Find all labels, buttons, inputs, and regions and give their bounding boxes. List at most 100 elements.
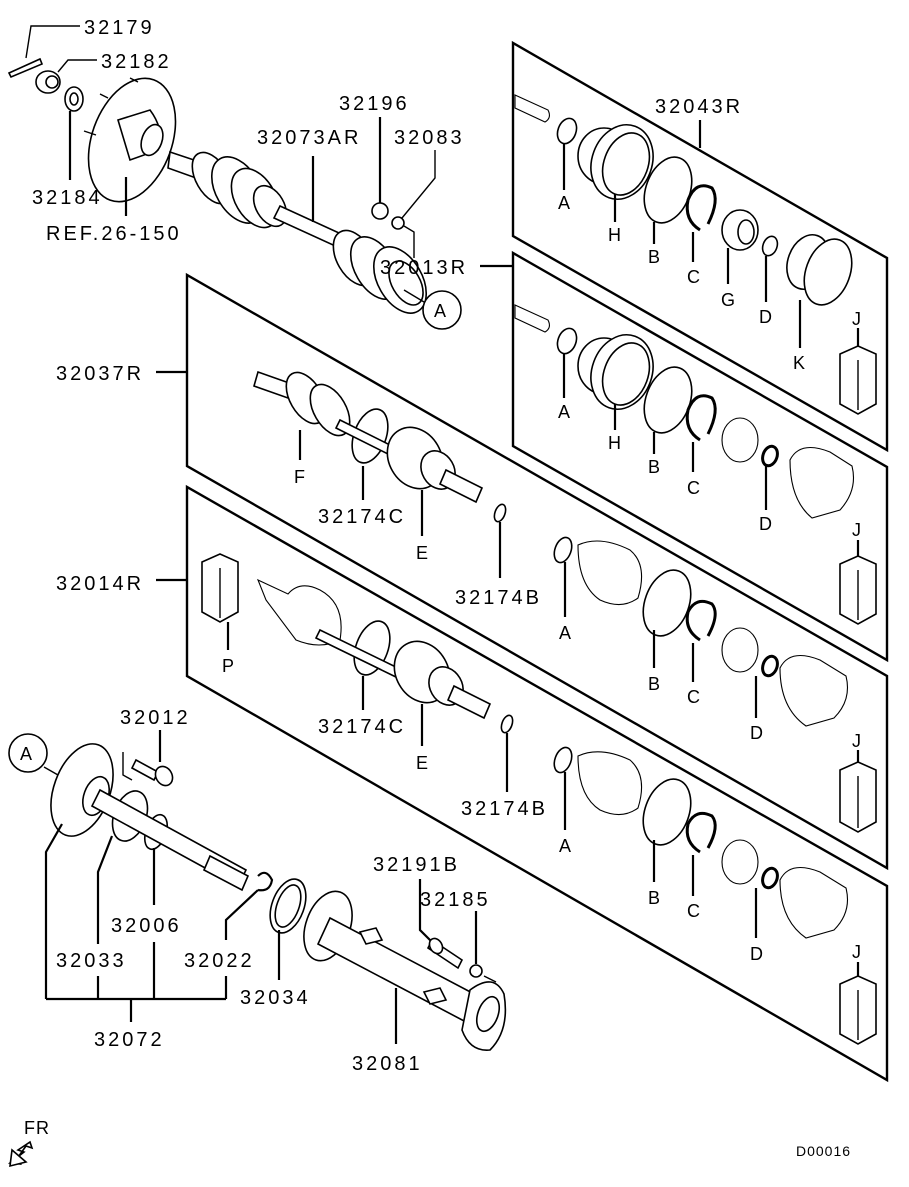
label-32022: 32022 [184,950,255,972]
band-A[interactable] [554,326,580,398]
direction-label: FR [24,1118,50,1138]
boot-E[interactable] [314,628,492,746]
boot-ghost [577,751,643,816]
letter-G: G [721,290,736,310]
clamp-32174B[interactable] [499,714,515,792]
axle-leaders [44,823,259,1022]
lock-nut-32182[interactable] [35,59,97,94]
grease-J-4[interactable] [839,962,877,1045]
circlip-C[interactable] [685,811,717,896]
oil-seal-32034[interactable] [263,874,312,980]
inner-race-ghost [721,417,759,463]
circlip-C[interactable] [685,599,717,682]
circlip-C[interactable] [685,394,717,472]
letter-H: H [608,433,622,453]
joint-F[interactable] [253,366,358,460]
letter-D: D [750,723,764,743]
housing-ghost [779,866,849,939]
label-32014R: 32014R [56,573,144,595]
letter-A: A [559,836,572,856]
ring-D[interactable] [754,866,780,938]
label-ref-26-150: REF.26-150 [46,223,182,245]
letter-P: P [222,656,235,676]
letter-B: B [648,457,661,477]
letter-B: B [648,674,661,694]
snap-ring-32022[interactable] [257,871,274,892]
ring-B[interactable] [635,773,700,882]
letter-D: D [759,514,773,534]
hub-reference[interactable] [73,66,192,216]
label-32006: 32006 [111,915,182,937]
label-32043R: 32043R [655,96,743,118]
grease-P[interactable] [201,553,239,650]
cotter-pin-32179[interactable] [7,25,80,79]
joint-ghost [256,578,342,646]
nut-32185[interactable] [469,911,497,983]
boot-E[interactable] [334,417,484,536]
axle-shaft-32072[interactable] [39,735,250,892]
kit-32043R-parts: A H B C G D K J [514,94,877,415]
letter-E-lower: E [416,753,429,773]
bolt-32191B[interactable] [418,879,464,970]
letter-C: C [687,478,701,498]
callout-a-top-label: A [434,301,447,321]
label-32174B-lower: 32174B [461,798,548,820]
boot-ghost [577,540,643,606]
joint-G[interactable] [721,209,759,284]
label-32196: 32196 [339,93,410,115]
letter-D: D [750,944,764,964]
letter-B: B [648,888,661,908]
grease-J-3[interactable] [839,750,877,833]
boot-H[interactable] [577,326,663,430]
bolt-32012[interactable] [122,730,176,789]
band-A[interactable] [551,745,575,830]
kit-32014R-parts: P 32174C E 32174B A B C D J [201,553,877,1045]
grease-J-1[interactable] [839,328,877,415]
figure-code: D00016 [796,1143,851,1159]
letter-A: A [558,402,571,422]
label-32179: 32179 [84,17,155,39]
ring-D[interactable] [760,444,780,510]
boot-H[interactable] [577,116,663,222]
ring-B[interactable] [635,564,700,668]
label-32184: 32184 [32,187,103,209]
nut-32196[interactable] [371,117,389,220]
letter-J: J [852,942,862,962]
label-32083: 32083 [394,127,465,149]
washer-32083[interactable] [391,150,436,258]
callout-a-bottom: A [8,733,59,776]
front-direction-arrow-icon [7,1140,34,1168]
inner-race-ghost [721,839,759,885]
label-32174B: 32174B [455,587,542,609]
label-32182: 32182 [101,51,172,73]
letter-H: H [608,225,622,245]
letter-K: K [793,353,806,373]
label-32185: 32185 [420,889,491,911]
letter-B: B [648,247,661,267]
circlip-C[interactable] [685,184,717,262]
label-32174C-lower: 32174C [318,716,406,738]
kit-32037R-parts: F 32174C E 32174B A B C D J [253,366,877,833]
letter-J: J [852,309,862,329]
housing-K[interactable] [780,229,861,348]
letter-F: F [294,467,306,487]
label-32174C: 32174C [318,506,406,528]
label-32191B: 32191B [373,854,460,876]
grease-J-2[interactable] [839,540,877,625]
letter-J: J [852,731,862,751]
ring-D[interactable] [754,654,780,718]
washer-32184[interactable] [64,86,84,180]
label-32033: 32033 [56,950,127,972]
ring-D[interactable] [760,234,780,302]
band-A[interactable] [554,116,580,190]
driveshaft-32073AR[interactable] [167,146,437,322]
letter-J: J [852,520,862,540]
band-A[interactable] [551,535,575,617]
clamp-32174B[interactable] [492,503,508,578]
letter-E: E [416,543,429,563]
tube-32081[interactable] [295,885,507,1051]
kit-32013R-parts: A H B C D J [514,304,877,625]
letter-A: A [559,623,572,643]
label-32037R: 32037R [56,363,144,385]
